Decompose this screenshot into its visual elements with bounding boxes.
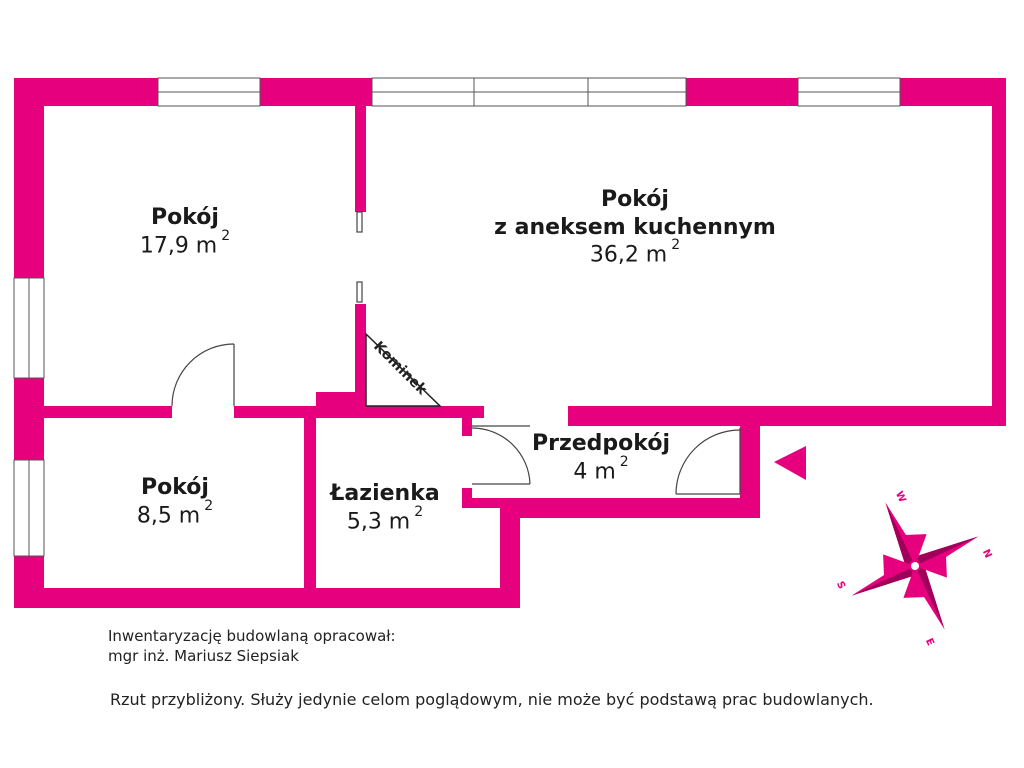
compass-rose-icon xyxy=(851,502,979,630)
author-note-line2: mgr inż. Mariusz Siepsiak xyxy=(108,647,299,665)
right-wall xyxy=(992,78,1006,426)
bath-right-wall xyxy=(462,498,502,508)
hall-name: Przedpokój xyxy=(531,431,670,456)
corridor-left-wall xyxy=(500,498,520,608)
author-note-line1: Inwentaryzację budowlaną opracował: xyxy=(108,627,396,645)
partition-room2-bath xyxy=(304,418,316,588)
fireplace: Kominek xyxy=(365,332,442,407)
compass-s: S xyxy=(834,580,847,591)
compass-e: E xyxy=(923,637,936,648)
doorway-room1-living xyxy=(355,212,366,304)
compass-w: W xyxy=(893,490,908,505)
door-lines xyxy=(171,211,741,495)
entrance-wall xyxy=(740,406,760,518)
living-name-2: z aneksem kuchennym xyxy=(494,214,776,240)
room1-name: Pokój xyxy=(151,205,219,230)
compass-n: N xyxy=(980,548,994,560)
living-name: Pokój xyxy=(601,187,669,212)
author-note: Inwentaryzację budowlaną opracował: mgr … xyxy=(108,626,396,666)
bath-top-wall xyxy=(366,406,484,418)
room2-name: Pokój xyxy=(141,475,209,500)
entrance-arrow-icon xyxy=(774,446,806,480)
disclaimer: Rzut przybliżony. Służy jedynie celom po… xyxy=(110,690,874,709)
windows xyxy=(13,77,901,557)
partition-room1-room2-left xyxy=(44,406,172,418)
living-bottom-wall xyxy=(568,406,1006,426)
bathroom-name: Łazienka xyxy=(330,481,440,506)
corridor-bottom-wall xyxy=(500,498,760,518)
bottom-wall xyxy=(14,588,520,608)
bath-door-jamb xyxy=(462,418,472,436)
